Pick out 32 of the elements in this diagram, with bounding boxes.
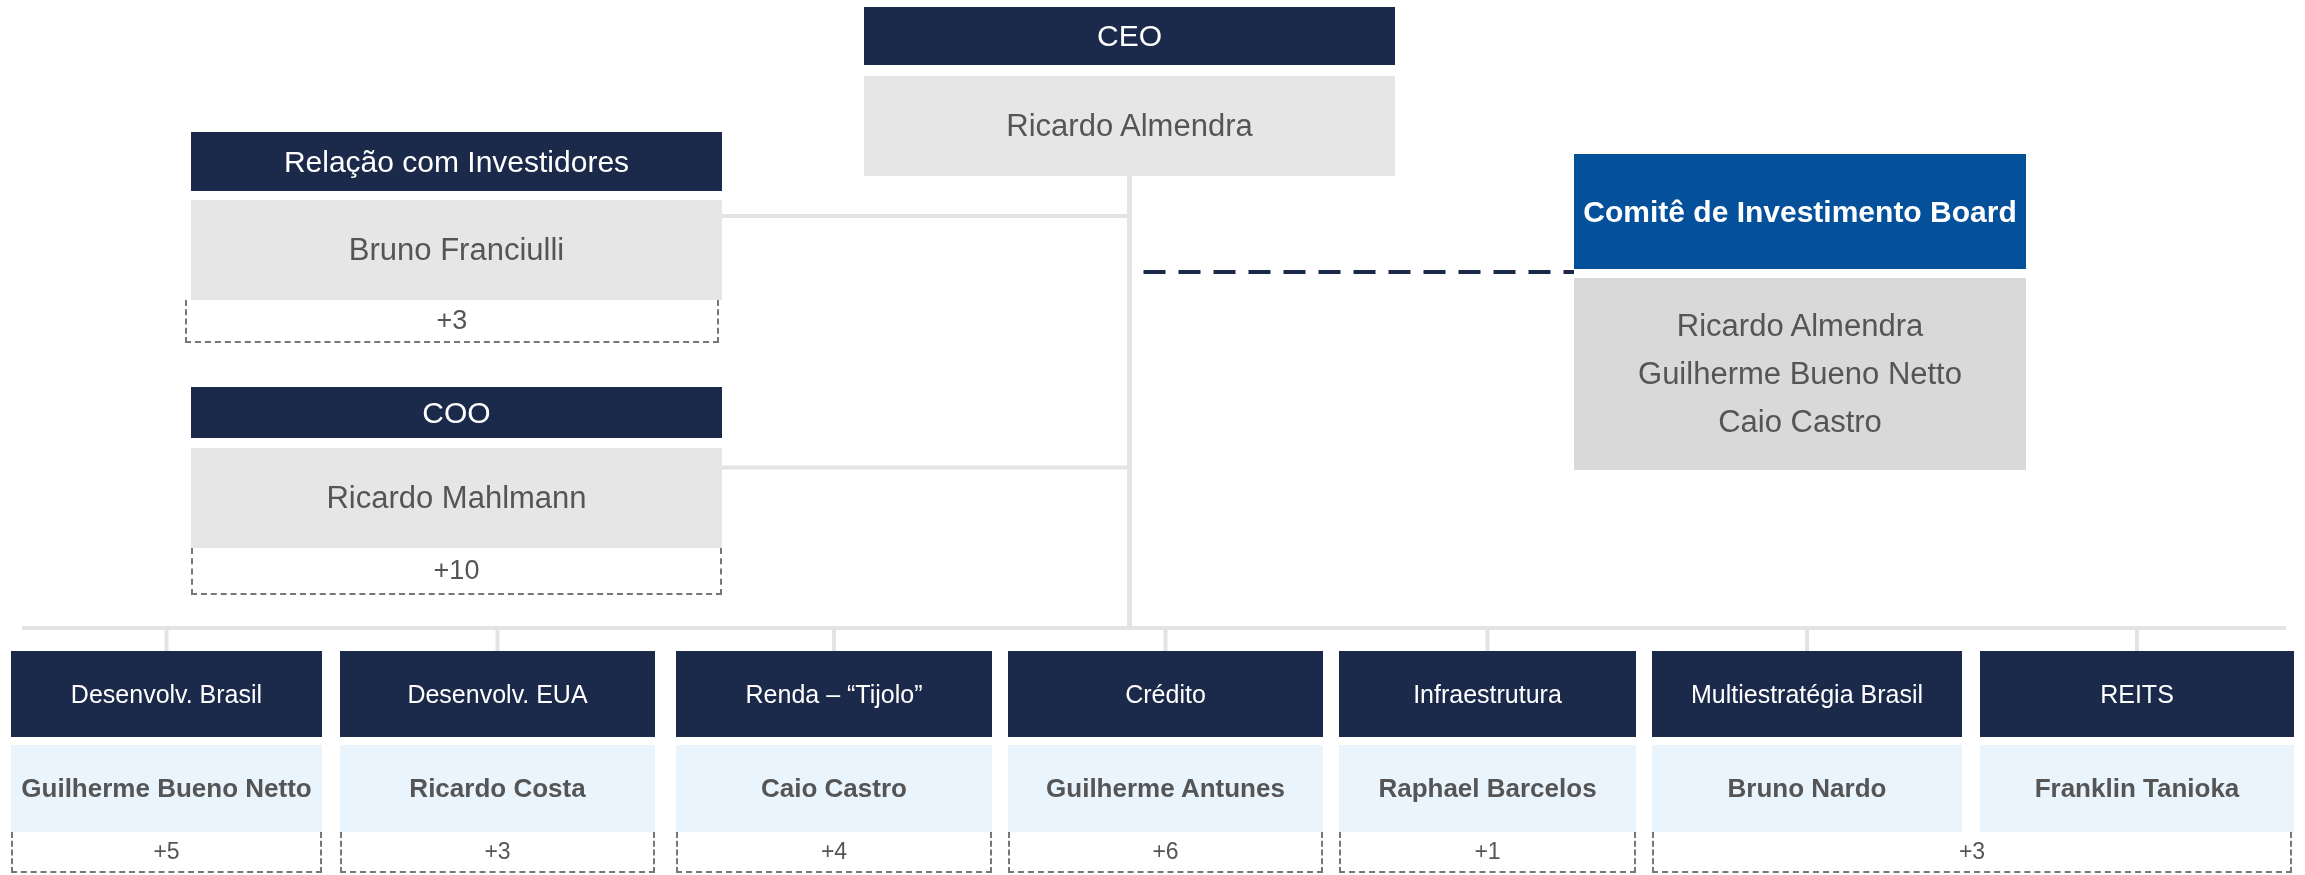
person-name: Raphael Barcelos <box>1339 745 1636 832</box>
unit-header: Relação com Investidores <box>191 132 722 191</box>
unit-header: REITS <box>1980 651 2294 737</box>
headcount-box: +10 <box>191 548 722 595</box>
person-name: Guilherme Bueno Netto <box>11 745 322 832</box>
person-name: Ricardo Costa <box>340 745 655 832</box>
headcount-box: +6 <box>1008 832 1323 873</box>
person-name: Ricardo Almendra <box>1676 306 1924 345</box>
unit-header: CEO <box>864 7 1395 65</box>
unit-header: Desenvolv. EUA <box>340 651 655 737</box>
person-name: Guilherme Bueno Netto <box>1638 354 1962 393</box>
unit-header: Infraestrutura <box>1339 651 1636 737</box>
unit-header: Renda – “Tijolo” <box>676 651 992 737</box>
person-name: Caio Castro <box>1718 403 1882 441</box>
headcount-box: +1 <box>1339 832 1636 873</box>
unit-header: Crédito <box>1008 651 1323 737</box>
person-name: Bruno Franciulli <box>191 200 722 300</box>
person-name: Franklin Tanioka <box>1980 745 2294 832</box>
unit-header: Multiestratégia Brasil <box>1652 651 1962 737</box>
person-name: Caio Castro <box>676 745 992 832</box>
person-name: Bruno Nardo <box>1652 745 1962 832</box>
headcount-box: +5 <box>11 832 322 873</box>
unit-header: COO <box>191 387 722 438</box>
headcount-box: +4 <box>676 832 992 873</box>
headcount-box: +3 <box>1652 832 2292 873</box>
headcount-box: +3 <box>185 300 719 343</box>
headcount-box: +3 <box>340 832 655 873</box>
person-name: Guilherme Antunes <box>1008 745 1323 832</box>
person-name: Ricardo Mahlmann <box>191 448 722 548</box>
unit-header: Comitê de Investimento Board <box>1574 154 2026 269</box>
person-name: Ricardo Almendra <box>864 76 1395 176</box>
unit-header: Desenvolv. Brasil <box>11 651 322 737</box>
